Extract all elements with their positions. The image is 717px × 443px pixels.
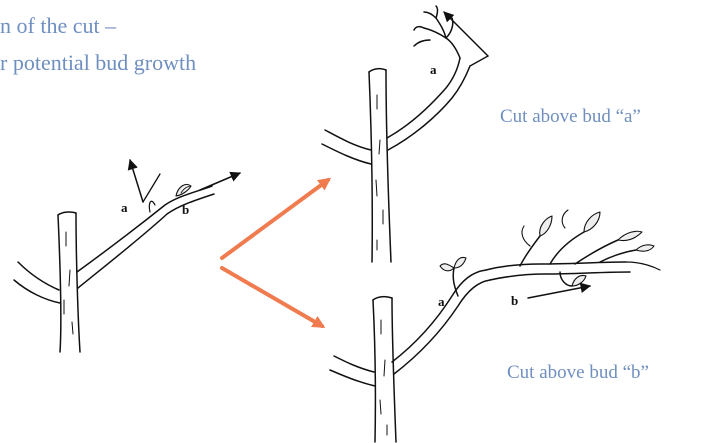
- arrow-to-cut-b: [220, 266, 326, 328]
- bud-label-a-b-cut: a: [438, 294, 445, 309]
- heading-line-2: r potential bud growth: [0, 50, 197, 75]
- bud-label-a-cut: a: [430, 62, 437, 77]
- bud-label-b-cut: b: [511, 293, 518, 308]
- heading-line-1: n of the cut –: [0, 13, 117, 38]
- caption-cut-above-bud-b: Cut above bud “b”: [507, 362, 649, 383]
- arrow-to-cut-a: [220, 177, 332, 260]
- bud-label-a: a: [121, 200, 128, 215]
- original-branch-sketch: [13, 158, 241, 353]
- caption-cut-above-bud-a: Cut above bud “a”: [500, 106, 641, 127]
- transition-arrows: [220, 177, 332, 328]
- cut-b-sketch: [329, 209, 661, 443]
- bud-label-b: b: [182, 202, 189, 217]
- cut-a-sketch: [321, 5, 489, 263]
